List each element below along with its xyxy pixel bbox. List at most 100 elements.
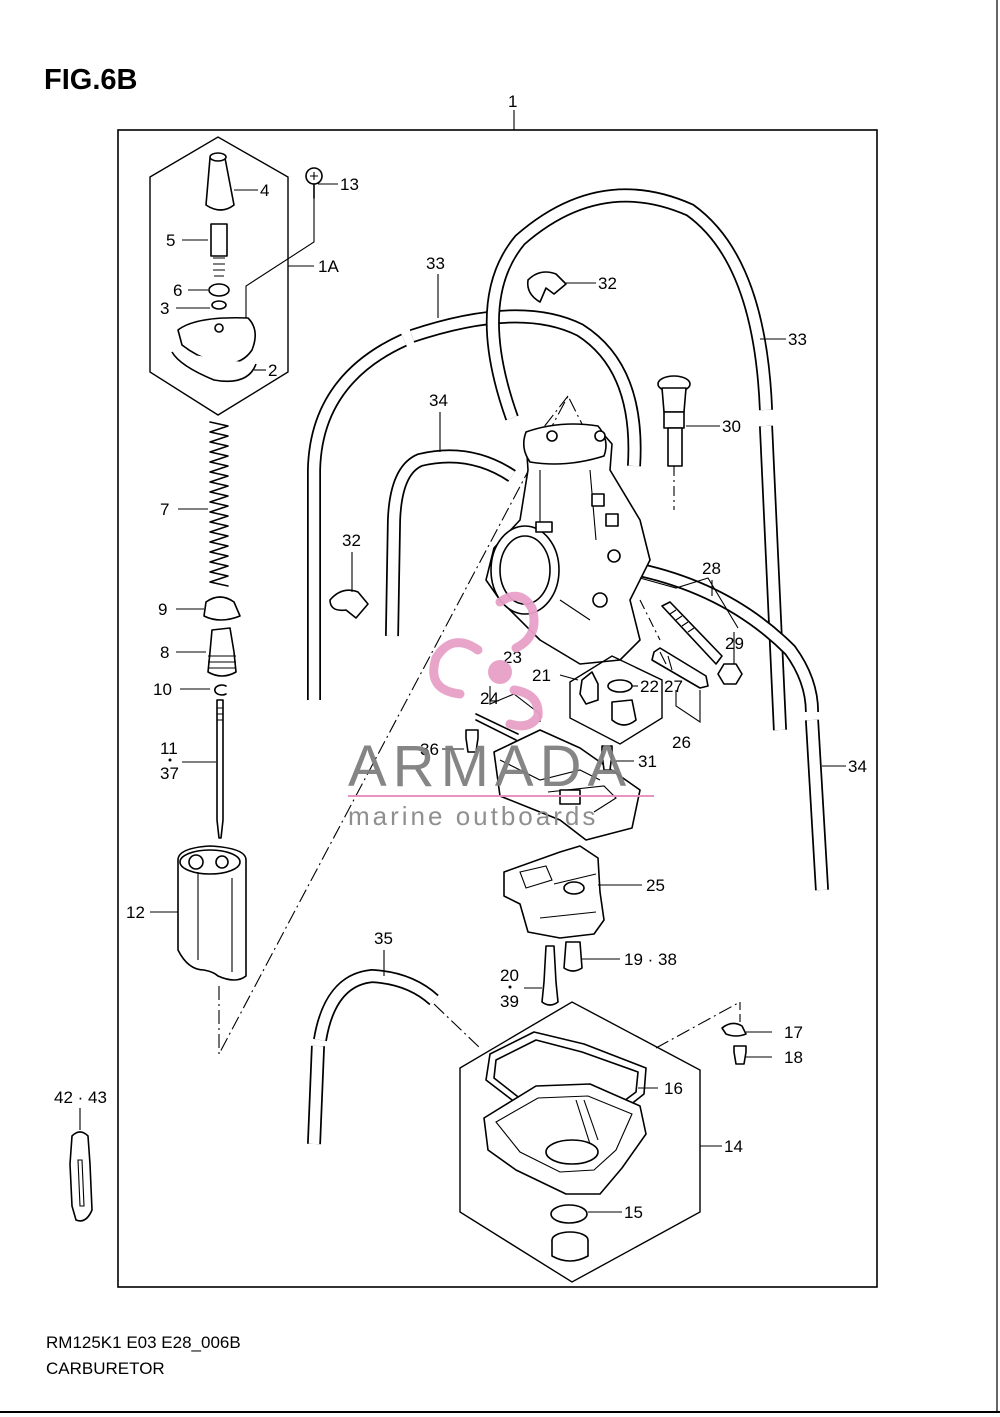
label-part-27: 27	[664, 677, 683, 696]
assembly-guide-lines	[218, 394, 591, 1055]
assembly-frame	[117, 129, 878, 1288]
part-20-pilot-jet	[541, 945, 559, 1006]
dot-11-37	[168, 758, 172, 762]
label-part-39: 39	[500, 992, 519, 1011]
part-13-cross	[310, 172, 318, 180]
watermark-brand: ARMADA	[348, 734, 632, 799]
label-part-19-38: 19 · 38	[624, 950, 677, 969]
label-part-5: 5	[166, 231, 175, 250]
label-part-23: 23	[503, 648, 522, 667]
part-23-float	[493, 729, 641, 841]
label-part-32b: 32	[342, 531, 361, 550]
part-8-threads	[208, 655, 236, 669]
part-28-threads	[669, 609, 695, 633]
part-29-nut	[717, 663, 743, 685]
label-part-22: 22	[640, 677, 659, 696]
label-part-13: 13	[340, 175, 359, 194]
part-7-spring	[209, 421, 229, 587]
label-part-26: 26	[672, 733, 691, 752]
part-5-nut	[210, 223, 228, 257]
label-part-10: 10	[153, 680, 172, 699]
part-3-washer	[211, 300, 227, 310]
label-part-28: 28	[702, 559, 721, 578]
part-42-43-slot	[77, 1159, 85, 1207]
watermark: ARMADA marine outboards	[348, 591, 654, 831]
idle-guide	[639, 599, 661, 641]
label-part-24: 24	[480, 689, 499, 708]
label-part-2: 2	[268, 361, 277, 380]
label-part-31: 31	[638, 752, 657, 771]
part-19-main-jet	[563, 941, 583, 972]
carburetor-body	[485, 423, 651, 665]
leader-27-26	[675, 690, 701, 724]
part-2-gasket	[171, 351, 257, 383]
part-15-drain-plug	[551, 1231, 589, 1262]
part-24-float-pin	[475, 713, 519, 735]
label-part-18: 18	[784, 1048, 803, 1067]
label-part-7: 7	[160, 500, 169, 519]
part-22-o-ring	[607, 679, 633, 693]
part-9-spring-seat	[203, 596, 241, 621]
part-4-cable-adjuster	[205, 153, 235, 211]
float-valve-group-outline	[569, 655, 663, 745]
part-labels: 1 4 13 5 1A 6 3 2 7 9 8 10 11 37 12 33 3…	[54, 92, 867, 1222]
part-17-washer	[721, 1022, 747, 1037]
part-24-float-pin-edge	[475, 719, 517, 741]
watermark-tagline: marine outboards	[348, 801, 598, 831]
label-part-32a: 32	[598, 274, 617, 293]
chamber-guide	[655, 1001, 741, 1049]
part-33-overflow-hose	[307, 188, 787, 731]
figure-title: FIG.6B	[44, 64, 137, 96]
part-27-pilot-screw	[651, 647, 709, 689]
part-30-throttle-stop-screw	[657, 375, 691, 467]
label-part-15: 15	[624, 1203, 643, 1222]
label-part-16: 16	[664, 1079, 683, 1098]
dot-20-39	[508, 985, 512, 989]
label-part-29: 29	[725, 634, 744, 653]
part-6-nut	[208, 283, 230, 297]
part-18-screw	[733, 1045, 747, 1065]
label-part-17: 17	[784, 1023, 803, 1042]
top-cap-group	[149, 136, 323, 416]
label-part-30: 30	[722, 417, 741, 436]
part-31-bolt	[601, 745, 613, 771]
label-part-35: 35	[374, 929, 393, 948]
leader-21	[559, 674, 579, 681]
part-4-top	[209, 152, 227, 162]
hose-35-guide	[433, 1003, 481, 1049]
label-part-12: 12	[126, 903, 145, 922]
part-36-bolt	[465, 729, 479, 753]
label-part-36: 36	[420, 740, 439, 759]
part-35-drain-hose	[307, 968, 439, 1145]
assembly-name: CARBURETOR	[46, 1359, 165, 1378]
part-32-clamp-top	[526, 271, 567, 303]
part-11-jet-needle	[216, 699, 224, 839]
part-10-clip	[214, 684, 227, 696]
label-part-9: 9	[158, 600, 167, 619]
label-part-20: 20	[500, 966, 519, 985]
label-part-25: 25	[646, 876, 665, 895]
label-part-33a: 33	[426, 254, 445, 273]
part-11-grooves	[217, 707, 223, 721]
label-part-1a: 1A	[318, 257, 339, 276]
leader-13-path	[245, 198, 315, 318]
part-14-float-chamber	[483, 1083, 647, 1195]
label-part-33b: 33	[788, 330, 807, 349]
float-chamber-group-outline	[459, 1001, 701, 1283]
label-part-42-43: 42 · 43	[54, 1088, 107, 1107]
label-part-4: 4	[260, 181, 269, 200]
part-27-spring	[659, 651, 673, 671]
part-42-43-bracket	[69, 1131, 93, 1222]
label-part-37: 37	[160, 764, 179, 783]
part-21-seat	[611, 699, 637, 726]
label-part-1: 1	[508, 92, 517, 111]
part-25-jet-block	[503, 845, 605, 939]
leader-28	[639, 577, 739, 629]
label-part-6: 6	[173, 281, 182, 300]
model-code: RM125K1 E03 E28_006B	[46, 1333, 241, 1352]
label-part-8: 8	[160, 643, 169, 662]
label-part-21: 21	[532, 666, 551, 685]
label-part-14: 14	[724, 1137, 743, 1156]
label-part-34a: 34	[429, 391, 448, 410]
